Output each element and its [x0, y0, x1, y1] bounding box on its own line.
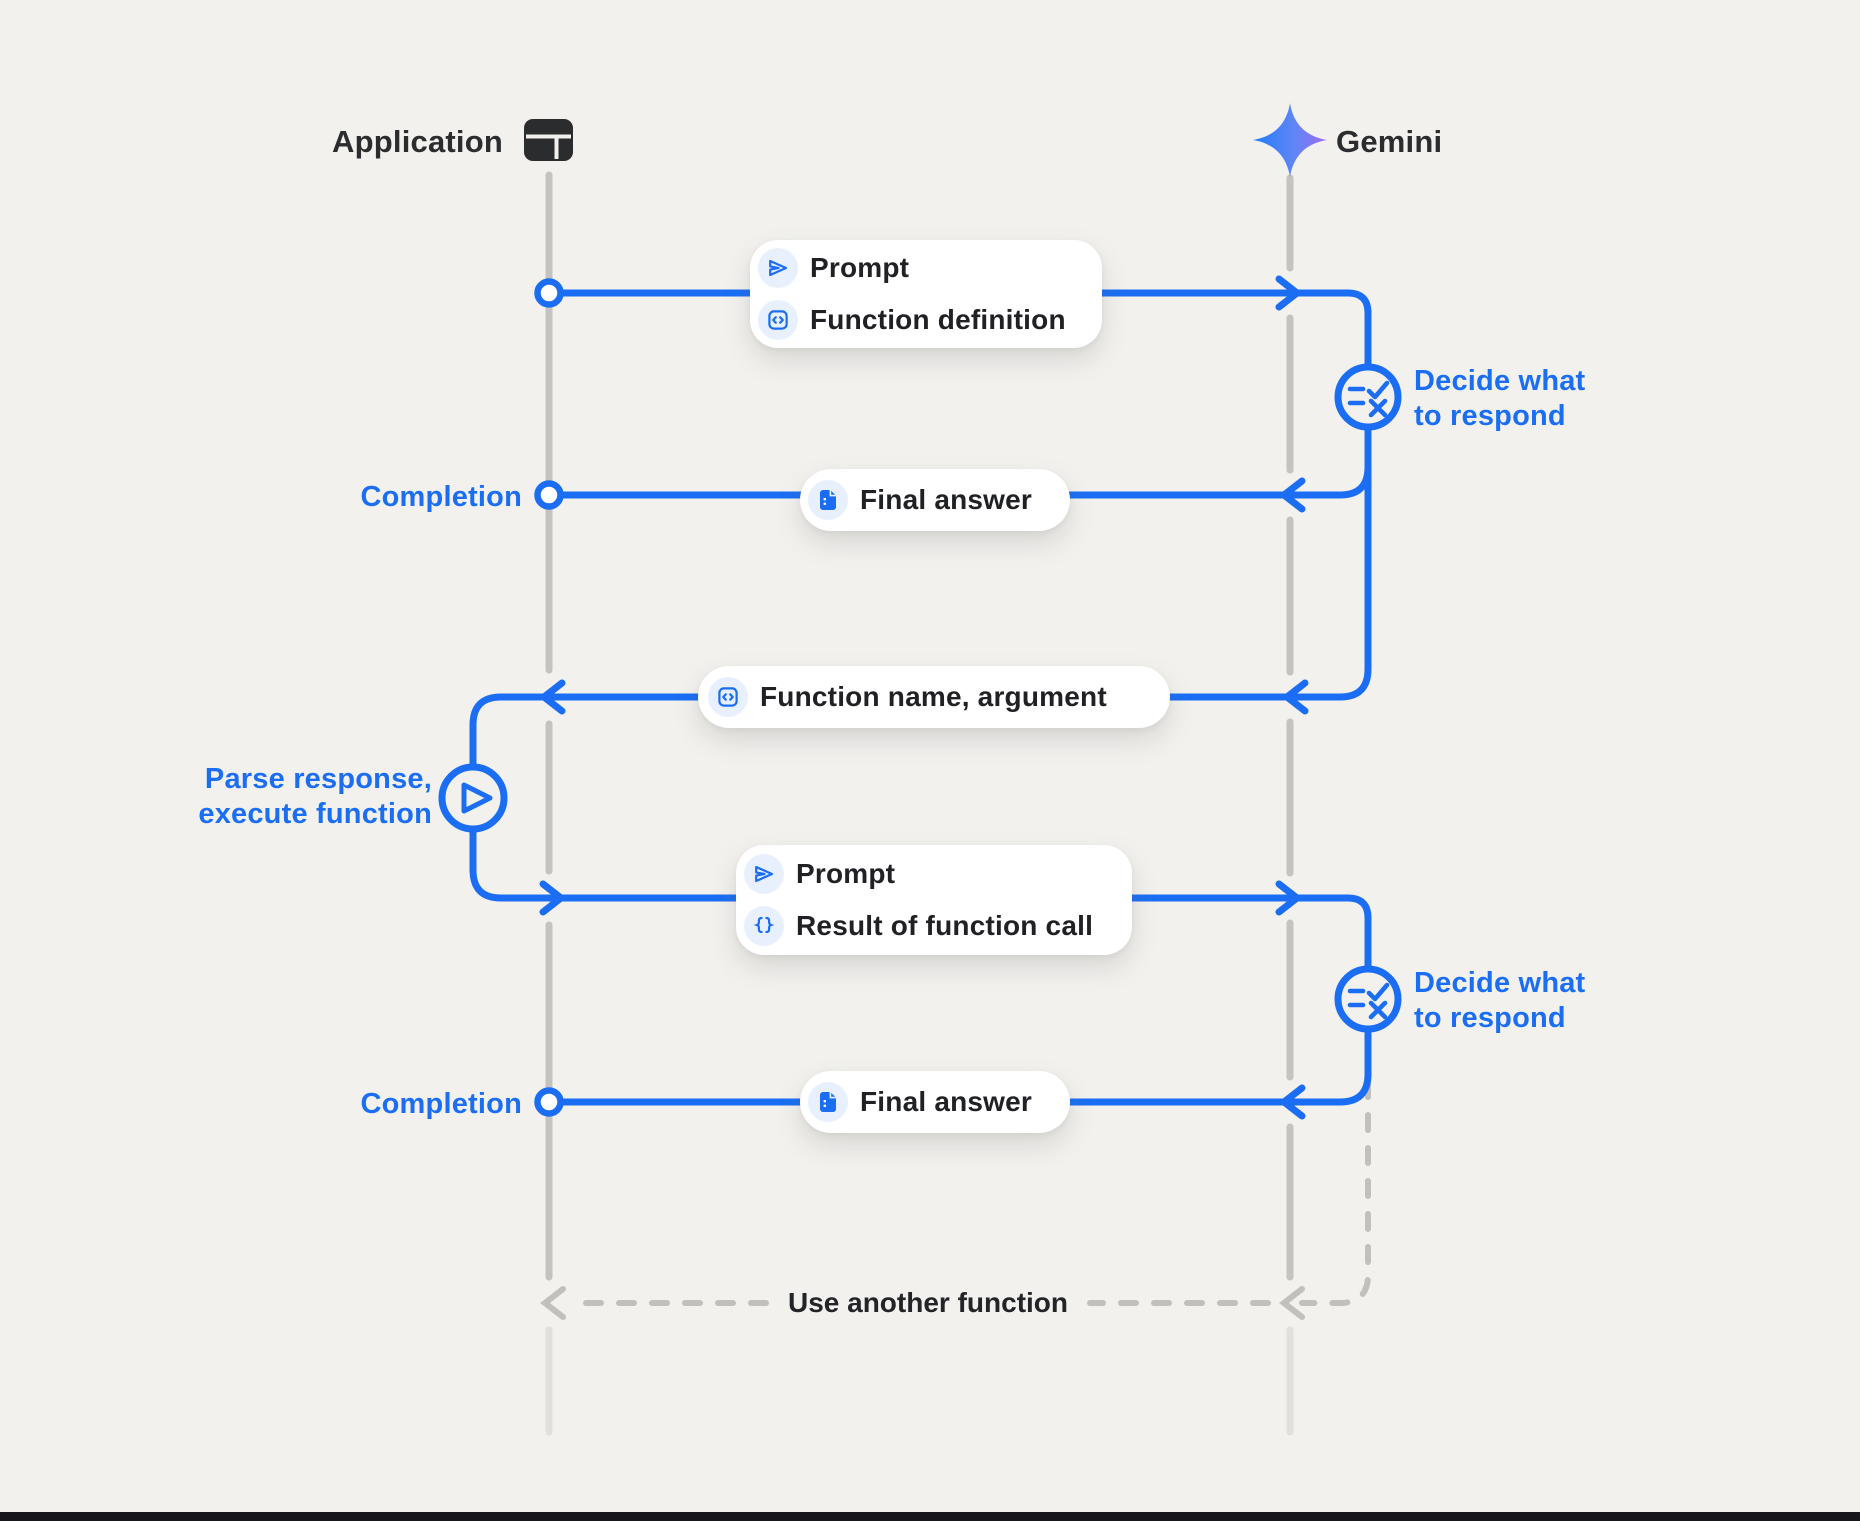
send-icon	[758, 248, 798, 288]
message-row: Final answer	[808, 1082, 1070, 1122]
decide-label-2: Decide what to respond	[1414, 966, 1585, 1036]
parse-label: Parse response, execute function	[198, 762, 432, 832]
arrowhead-row3-gemini	[1283, 679, 1309, 715]
parse-label-line: execute function	[198, 798, 432, 830]
message-label: Prompt	[796, 858, 896, 889]
message-row: Prompt	[758, 248, 1102, 288]
arrowhead-row3-application	[540, 679, 566, 715]
branch-final-answer-2	[1298, 1025, 1372, 1106]
message-row: Function definition	[758, 300, 1102, 340]
bottom-bar	[0, 1512, 1860, 1521]
message-final-answer-1: Final answer	[800, 469, 1070, 531]
app-window-icon	[524, 119, 573, 161]
decide-checklist-icon	[1347, 982, 1390, 1020]
loop-dashed-path	[540, 1079, 1371, 1320]
lifeline-fade	[545, 1326, 1294, 1436]
decide-label-line: to respond	[1414, 1002, 1566, 1034]
completion-label-1: Completion	[360, 481, 522, 513]
message-row: Result of function call	[744, 906, 1132, 946]
application-title: Application	[332, 124, 503, 159]
message-prompt-function-definition: Prompt Function definition	[750, 240, 1102, 348]
code-box-icon	[708, 677, 748, 717]
arrowhead-row1	[1275, 275, 1301, 311]
loop-arrowhead-gemini	[1279, 1286, 1305, 1320]
arrow-prompt-to-gemini	[558, 289, 1372, 370]
arrowhead-row4-gemini	[1275, 880, 1301, 916]
message-label: Function definition	[810, 304, 1066, 335]
node-completion-1	[534, 480, 564, 510]
message-row: Final answer	[808, 480, 1070, 520]
message-label: Prompt	[810, 252, 910, 283]
gemini-title: Gemini	[1336, 124, 1443, 159]
arrowhead-row4-application	[539, 880, 565, 916]
send-icon	[744, 854, 784, 894]
message-function-name-argument: Function name, argument	[698, 666, 1170, 728]
gemini-sparkle-icon	[1253, 103, 1327, 177]
arrowhead-row2	[1280, 477, 1306, 513]
message-label: Final answer	[860, 484, 1033, 515]
parse-label-line: Parse response,	[204, 763, 432, 795]
decide-node-1	[1334, 363, 1402, 431]
message-label: Result of function call	[796, 910, 1094, 941]
message-final-answer-2: Final answer	[800, 1071, 1070, 1133]
decide-label-1: Decide what to respond	[1414, 364, 1585, 434]
parse-node	[438, 763, 508, 833]
node-completion-2	[534, 1087, 564, 1117]
document-icon	[808, 480, 848, 520]
decide-label-line: Decide what	[1414, 967, 1586, 999]
message-label: Final answer	[860, 1086, 1033, 1117]
document-icon	[808, 1082, 848, 1122]
arrowhead-row5	[1280, 1084, 1306, 1120]
completion-label-2: Completion	[360, 1088, 522, 1120]
message-label: Function name, argument	[760, 681, 1107, 712]
message-prompt-result: Prompt Result of function call	[736, 845, 1132, 955]
message-row: Prompt	[744, 854, 1132, 894]
code-box-icon	[758, 300, 798, 340]
node-prompt-start	[534, 278, 564, 308]
message-row: Function name, argument	[708, 677, 1170, 717]
decide-node-2	[1334, 965, 1402, 1033]
loop-label: Use another function	[787, 1287, 1068, 1318]
braces-icon	[744, 906, 784, 946]
decide-checklist-icon	[1347, 380, 1390, 418]
loop-arrowhead-application	[540, 1286, 566, 1320]
decide-label-line: to respond	[1414, 400, 1566, 432]
play-icon	[461, 782, 493, 814]
decide-label-line: Decide what	[1414, 365, 1586, 397]
